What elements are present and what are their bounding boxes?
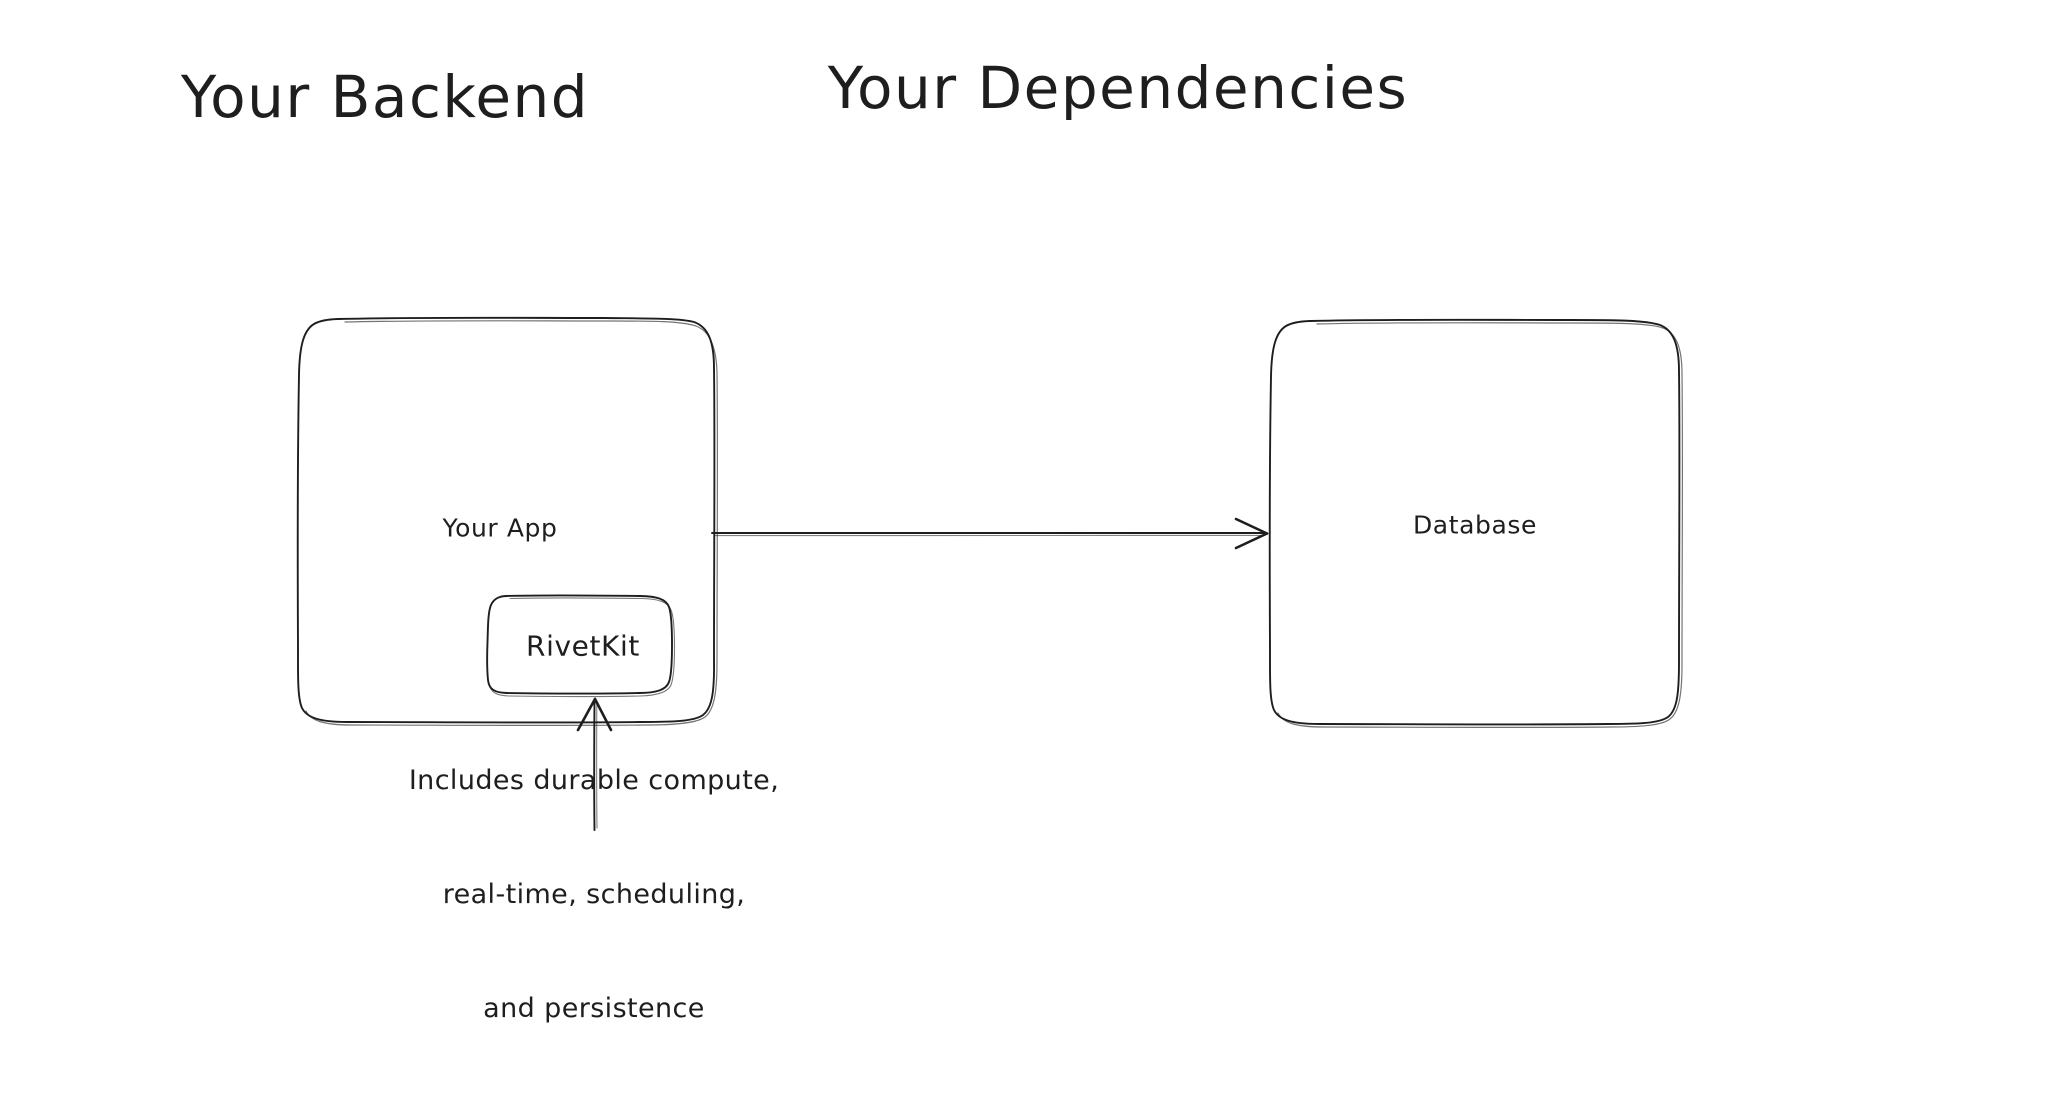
group-title-dependencies: Your Dependencies (827, 54, 1409, 122)
group-title-backend: Your Backend (180, 63, 590, 131)
diagram-canvas: Your Backend Your Dependencies Your App … (180, 54, 1684, 1024)
node-label-your-app: Your App (442, 513, 558, 543)
node-database[interactable] (1270, 320, 1680, 725)
node-shape-database[interactable] (1268, 318, 1684, 729)
node-rivetkit[interactable] (487, 595, 672, 693)
node-shape-your-app[interactable] (296, 316, 719, 727)
caption-line-2: real-time, scheduling, (442, 879, 746, 910)
rivetkit-caption: Includes durable compute, real-time, sch… (409, 686, 779, 1104)
edge-app-to-database[interactable] (711, 517, 1269, 550)
node-shape-rivetkit[interactable] (486, 594, 676, 698)
caption-line-1: Includes durable compute, (408, 765, 780, 796)
node-label-database: Database (1412, 510, 1538, 540)
sketch-shapes-layer (296, 316, 1684, 831)
node-label-rivetkit: RivetKit (526, 629, 640, 663)
edge-caption-to-rivetkit[interactable] (576, 697, 613, 831)
caption-line-3: and persistence (483, 993, 705, 1024)
